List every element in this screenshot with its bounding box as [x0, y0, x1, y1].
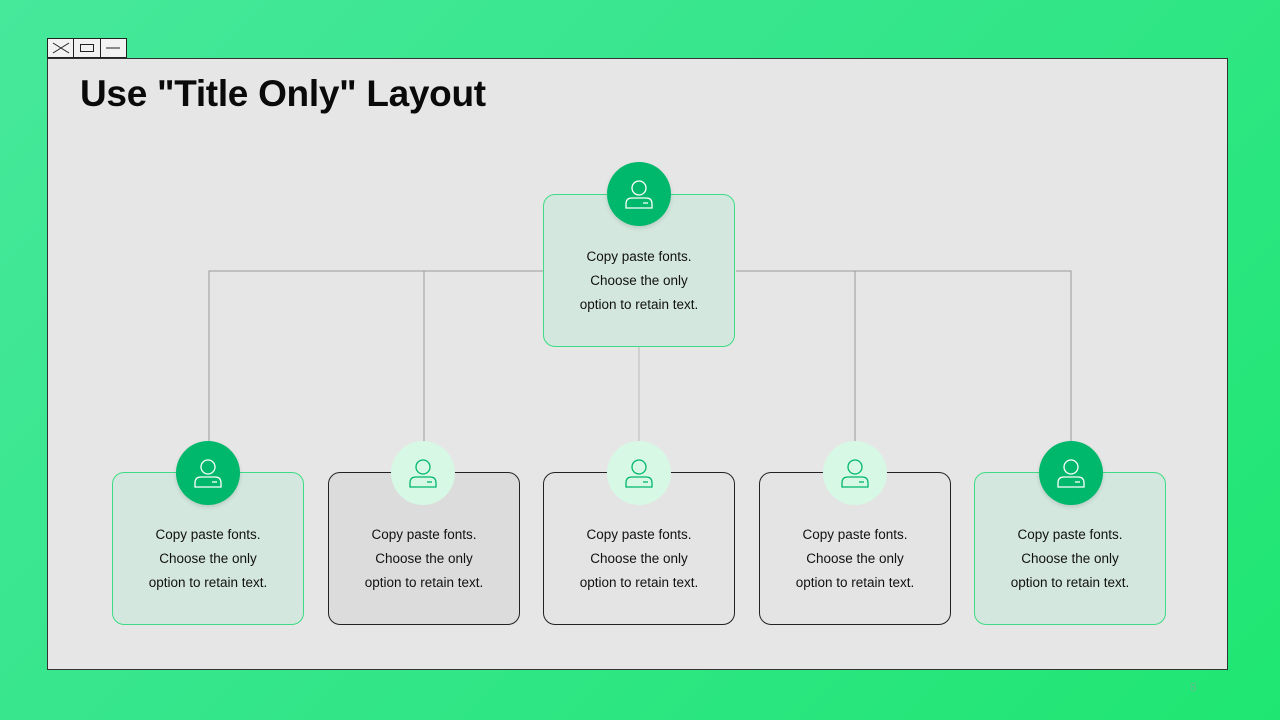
avatar-1 [176, 441, 240, 505]
card-line: option to retain text. [1010, 574, 1130, 590]
card-line: Copy paste fonts. [1017, 526, 1123, 542]
card-text: Copy paste fonts. Choose the only option… [365, 523, 484, 595]
user-icon [625, 180, 653, 209]
avatar-4 [823, 441, 887, 505]
card-line: Choose the only [590, 550, 688, 566]
page-number: 8 [1190, 680, 1197, 694]
card-line: option to retain text. [579, 296, 699, 312]
card-line: Copy paste fonts. [155, 526, 261, 542]
minimize-icon [106, 47, 121, 49]
card-line: Copy paste fonts. [802, 526, 908, 542]
card-line: option to retain text. [579, 574, 699, 590]
card-line: option to retain text. [795, 574, 915, 590]
slide: Use "Title Only" Layout Copy paste fonts… [47, 58, 1228, 670]
maximize-button[interactable] [74, 39, 101, 57]
user-icon [194, 459, 222, 488]
avatar-5 [1039, 441, 1103, 505]
connector-line [208, 270, 544, 442]
card-text: Copy paste fonts. Choose the only option… [580, 245, 699, 317]
card-line: Choose the only [159, 550, 257, 566]
card-text: Copy paste fonts. Choose the only option… [1011, 523, 1130, 595]
card-line: Choose the only [375, 550, 473, 566]
user-icon [625, 459, 653, 488]
window-controls [47, 38, 127, 58]
card-text: Copy paste fonts. Choose the only option… [149, 523, 268, 595]
card-line: Choose the only [590, 272, 688, 288]
card-line: Copy paste fonts. [371, 526, 477, 542]
card-text: Copy paste fonts. Choose the only option… [580, 523, 699, 595]
minimize-button[interactable] [101, 39, 126, 57]
close-icon [52, 42, 69, 54]
card-line: Copy paste fonts. [586, 248, 692, 264]
card-line: option to retain text. [148, 574, 268, 590]
avatar-2 [391, 441, 455, 505]
connector-line [736, 270, 1072, 442]
card-line: Choose the only [1021, 550, 1119, 566]
user-icon [1057, 459, 1085, 488]
card-text: Copy paste fonts. Choose the only option… [796, 523, 915, 595]
avatar-3 [607, 441, 671, 505]
close-button[interactable] [48, 39, 75, 57]
slide-title: Use "Title Only" Layout [80, 73, 486, 114]
user-icon [409, 459, 437, 488]
maximize-icon [79, 44, 94, 52]
avatar-top [607, 162, 671, 226]
card-line: option to retain text. [364, 574, 484, 590]
card-line: Choose the only [806, 550, 904, 566]
org-chart-connectors [208, 270, 1072, 442]
user-icon [841, 459, 869, 488]
card-line: Copy paste fonts. [586, 526, 692, 542]
